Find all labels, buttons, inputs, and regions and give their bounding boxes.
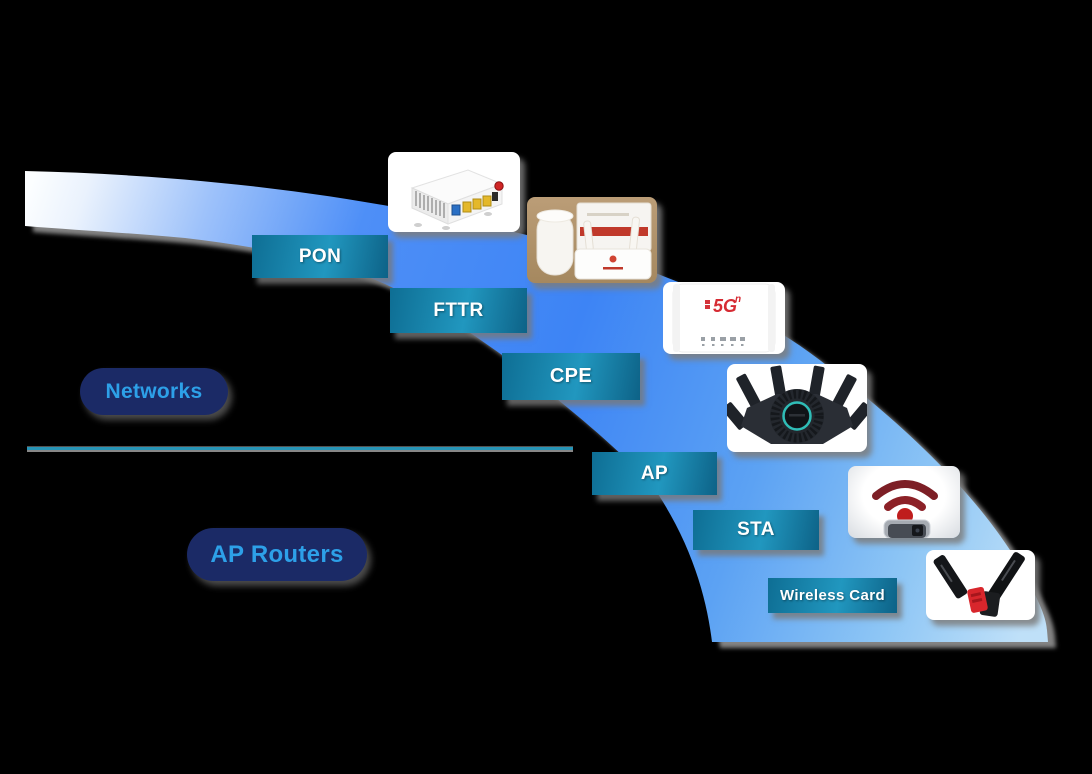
step-label-cpe: CPE	[502, 353, 640, 400]
section-divider-line	[27, 447, 573, 450]
step-label-sta: STA	[693, 510, 819, 550]
gaming-router-icon	[727, 365, 867, 444]
ont-modem-icon	[410, 169, 504, 230]
step-label-ap: AP	[592, 452, 717, 495]
pon-ont-device-image	[388, 152, 520, 232]
cpe-5g-logo-sup: n	[735, 294, 741, 305]
step-label-fttr: FTTR	[390, 288, 527, 333]
sta-device-image	[848, 466, 960, 538]
step-label-pon: PON	[252, 235, 388, 278]
ap-router-device-image	[727, 364, 867, 452]
networks-label: Networks	[105, 379, 203, 403]
ap-routers-label: AP Routers	[210, 540, 344, 568]
group-label-networks: Networks	[80, 368, 228, 415]
fttr-kit-device-image	[527, 197, 657, 283]
wireless-card-device-image	[926, 550, 1035, 620]
cpe-device-image: 5G n	[663, 282, 785, 354]
step-label-wireless-card: Wireless Card	[768, 578, 897, 613]
fttr-router-kit-icon	[536, 202, 652, 280]
cpe-5g-logo: 5G	[713, 296, 737, 316]
group-label-ap-routers: AP Routers	[187, 528, 367, 581]
5g-cpe-icon: 5G n	[672, 283, 776, 353]
cpe-indicator-icons	[701, 337, 745, 346]
usb-wireless-adapter-icon	[933, 552, 1025, 617]
wifi-station-icon	[872, 480, 938, 538]
